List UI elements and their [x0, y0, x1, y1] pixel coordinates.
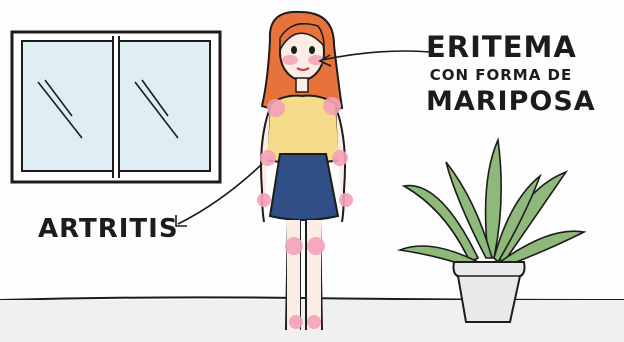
artritis-label: ARTRITIS	[38, 214, 179, 244]
eritema-label-line2: CON FORMA DE	[426, 66, 576, 84]
eritema-label-line1: ERITEMA	[426, 30, 576, 64]
eritema-label-line3: MARIPOSA	[426, 86, 576, 117]
window-icon	[12, 32, 220, 182]
potted-plant-icon	[400, 140, 584, 322]
woman-figure-icon	[257, 12, 353, 332]
